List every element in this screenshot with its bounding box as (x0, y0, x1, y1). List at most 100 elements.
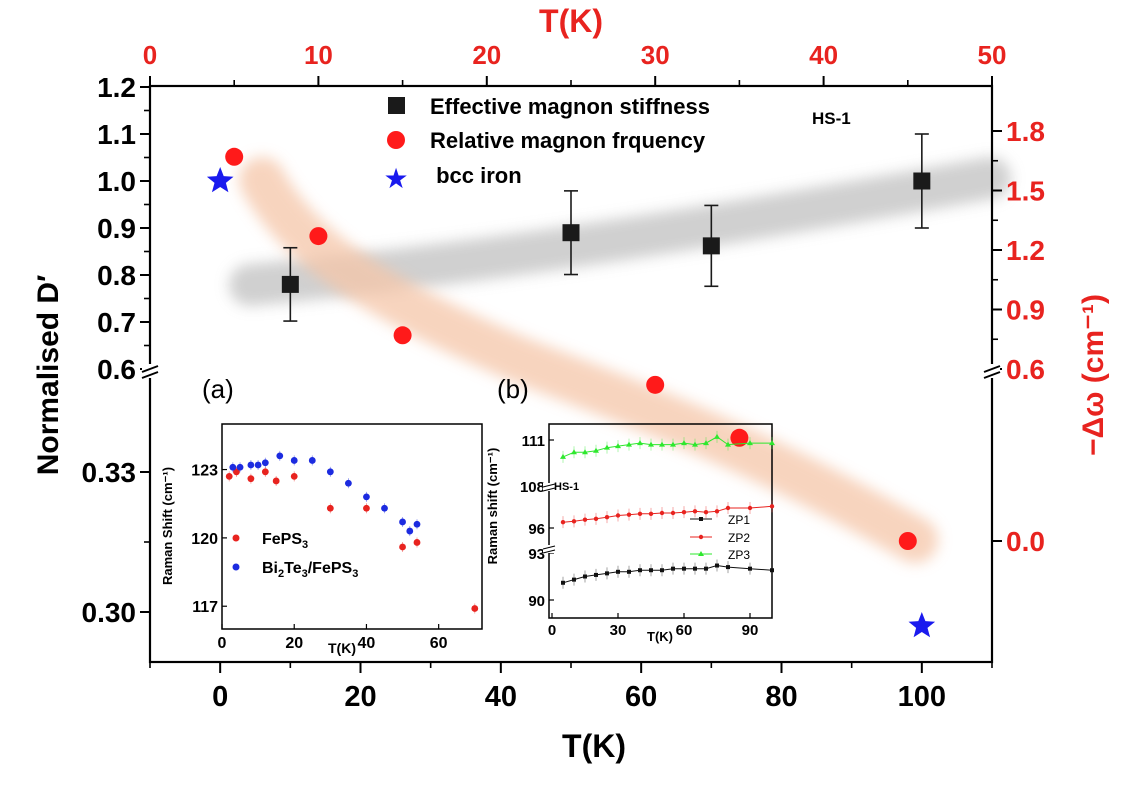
inset-a-fepS3-point (399, 543, 406, 551)
y-right-tick-label: 1.8 (1006, 116, 1045, 147)
inset-b-zp3-point (725, 441, 731, 447)
inset-a-y-tick-label: 120 (191, 531, 218, 548)
frequency-point (309, 227, 328, 246)
y-right-tick-label: 0.9 (1006, 295, 1045, 326)
inset-b-zp2-point (692, 509, 698, 514)
inset-a-x-title: T(K) (328, 640, 356, 656)
y-right-tick-label: 0.0 (1006, 526, 1045, 557)
inset-a-fepS3-point (471, 605, 479, 612)
x-axis-bottom-title: T(K) (562, 728, 626, 764)
inset-b-x-title: T(K) (647, 629, 673, 644)
inset-a-legend-marker-fepS3 (232, 534, 240, 542)
inset-a-fepS3-point (363, 504, 370, 512)
inset-b-zp3-point (692, 441, 698, 447)
inset-b-zp3-point (714, 433, 720, 439)
y-left-tick-label: 0.6 (97, 354, 136, 385)
inset-b-axis-break-mark (542, 483, 556, 488)
inset-b-zp2-point (626, 512, 632, 517)
inset-b-zp2-point (582, 517, 588, 522)
inset-b-zp3-point (604, 444, 610, 450)
inset-a-x-tick-label: 60 (430, 635, 448, 652)
inset-b-zp1-point (671, 566, 675, 571)
inset-a-bite-point (363, 493, 370, 501)
y-axis-right-title: −Δω (cm⁻¹) (1077, 294, 1110, 456)
x-bottom-tick-label: 0 (212, 681, 228, 713)
inset-b-annotation: HS-1 (554, 481, 579, 493)
inset-a-y-tick-label: 117 (192, 599, 218, 616)
y-left-tick-label: 0.33 (82, 457, 137, 488)
x-bottom-tick-label: 80 (765, 681, 797, 713)
legend-star-marker: ★ (383, 162, 408, 195)
y-left-tick-label: 0.8 (97, 260, 136, 291)
x-top-tick-label: 40 (809, 40, 838, 70)
inset-a-bite-point (236, 463, 244, 471)
inset-a-bite-point (399, 518, 406, 526)
inset-a-bite-point (229, 463, 237, 471)
inset-a-x-tick-label: 0 (218, 635, 227, 652)
inset-a-legend: FePS3 Bi2Te3/FePS3 (232, 531, 358, 580)
y-left-tick-label: 0.7 (97, 307, 136, 338)
inset-b-y-tick-label: 111 (522, 433, 545, 450)
inset-b-zp1-point (715, 563, 719, 568)
inset-b-zp1-point (693, 566, 697, 571)
inset-b-panel-label: (b) (497, 374, 529, 404)
right-axis-break (983, 364, 1001, 379)
inset-a-bite-point (276, 452, 284, 460)
bcc-iron-point (908, 612, 936, 638)
inset-b-zp1-point (561, 580, 565, 585)
inset-b-axis-break-mark (542, 487, 556, 492)
legend-label-iron: bcc iron (430, 163, 522, 188)
inset-b-zp1-point (638, 568, 642, 573)
inset-b-legend-label-zp2: ZP2 (728, 531, 750, 545)
main-sample-annotation: HS-1 (812, 109, 851, 128)
inset-a-bite-point (308, 457, 316, 464)
inset-b-zp3-point (582, 449, 588, 455)
inset-b-zp1-point (583, 574, 587, 579)
inset-b-x-tick-label: 90 (742, 622, 759, 639)
inset-a-x-tick-label: 40 (358, 635, 376, 652)
inset-a-fepS3-point (413, 539, 421, 546)
y-right-tick-label: 1.2 (1006, 235, 1045, 266)
inset-b-zp3-point (769, 440, 775, 446)
legend-square-marker (388, 97, 405, 114)
inset-b-legend-marker-zp2 (698, 534, 704, 540)
x-bottom-tick-label: 40 (485, 681, 517, 713)
inset-b-legend-marker-zp1 (699, 517, 703, 521)
inset-b-x-tick-label: 60 (676, 622, 693, 639)
inset-b-zp1-point (682, 566, 686, 571)
inset-a-bite-point (344, 479, 352, 487)
inset-b-legend-marker-zp3 (698, 551, 704, 556)
inset-b-zp2-point (714, 509, 720, 514)
inset-a-bite-point (261, 459, 269, 467)
inset-b-legend-label-zp3: ZP3 (728, 548, 750, 562)
inset-a-bite-point (413, 520, 421, 528)
inset-b-zp1-point (605, 571, 609, 576)
y-right-tick-label: 0.6 (1006, 354, 1045, 385)
inset-b-zp2-point (615, 513, 621, 518)
inset-b-zp3-point (747, 440, 753, 446)
inset-b-zp2-point (659, 510, 665, 516)
inset-a-fepS3-point (261, 468, 269, 476)
frequency-point (225, 147, 244, 166)
inset-a-frame (221, 423, 483, 630)
inset-b-zp3-point (571, 449, 577, 455)
frequency-point (646, 375, 665, 394)
inset-b-zp3-point (659, 441, 665, 447)
inset-b-zp1-point (572, 577, 576, 582)
x-bottom-tick-label: 60 (625, 681, 657, 713)
inset-b-zp2-point (648, 511, 654, 517)
inset-b-zp3-point (626, 441, 632, 447)
y-axis-left-title: Normalised D′ (32, 275, 65, 476)
inset-b-zp3-point (637, 440, 643, 446)
stiffness-point (562, 224, 580, 242)
y-right-tick-label: 1.5 (1006, 176, 1045, 207)
inset-b-axis-break-mark (542, 545, 556, 550)
x-bottom-tick-label: 100 (898, 681, 946, 713)
inset-b-zp1-point (660, 568, 664, 573)
inset-b-y-tick-label: 90 (528, 593, 545, 610)
y-left-tick-label: 0.9 (97, 213, 136, 244)
inset-a-x-tick-label: 20 (285, 635, 303, 652)
inset-b-zp3-point (670, 441, 676, 447)
inset-a-legend-label-bite: Bi2Te3/FePS3 (262, 560, 358, 580)
frequency-point (730, 428, 749, 447)
